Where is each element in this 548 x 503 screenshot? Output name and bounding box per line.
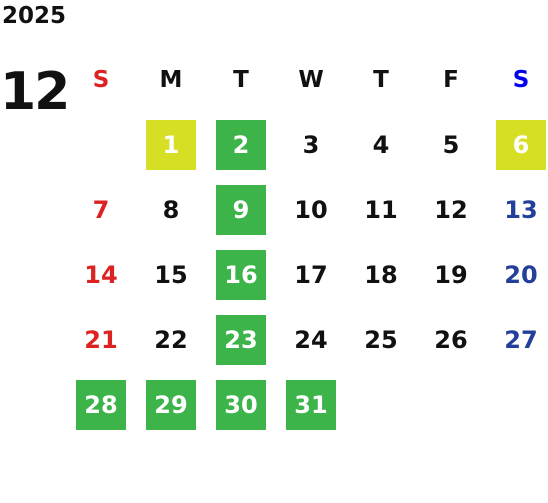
- day-cell[interactable]: 20: [504, 260, 538, 289]
- day-cell[interactable]: 13: [504, 195, 538, 224]
- weekday-header-mon: M: [159, 66, 183, 93]
- day-cell[interactable]: 3: [302, 130, 320, 159]
- weekday-header-sat: S: [512, 66, 530, 93]
- day-cell[interactable]: 9: [216, 184, 266, 235]
- weekday-header-tue: T: [233, 66, 249, 93]
- day-cell[interactable]: 31: [286, 379, 336, 430]
- calendar-grid: S M T W T F S 1 2 3 4 5 6 7 8 9 10 11 12…: [66, 47, 548, 437]
- day-cell[interactable]: 19: [434, 260, 468, 289]
- day-cell[interactable]: 11: [364, 195, 398, 224]
- day-cell[interactable]: 24: [294, 325, 328, 354]
- weekday-header-wed: W: [298, 66, 324, 93]
- day-cell[interactable]: 23: [216, 314, 266, 365]
- day-cell[interactable]: 17: [294, 260, 328, 289]
- day-cell[interactable]: 27: [504, 325, 538, 354]
- day-cell[interactable]: 29: [146, 379, 196, 430]
- weekday-header-fri: F: [443, 66, 459, 93]
- day-cell[interactable]: 2: [216, 119, 266, 170]
- day-cell[interactable]: 22: [154, 325, 188, 354]
- weekday-header-sun: S: [92, 66, 110, 93]
- month-label: 12: [0, 62, 70, 122]
- day-cell[interactable]: 14: [84, 260, 118, 289]
- day-cell[interactable]: 6: [496, 119, 546, 170]
- day-cell[interactable]: 25: [364, 325, 398, 354]
- day-cell[interactable]: 30: [216, 379, 266, 430]
- day-cell[interactable]: 21: [84, 325, 118, 354]
- day-cell[interactable]: 8: [162, 195, 180, 224]
- day-cell[interactable]: 12: [434, 195, 468, 224]
- day-cell[interactable]: 10: [294, 195, 328, 224]
- weekday-header-thu: T: [373, 66, 389, 93]
- day-cell[interactable]: 5: [442, 130, 460, 159]
- year-label: 2025: [2, 3, 67, 29]
- blank-cell: [66, 112, 136, 177]
- day-cell[interactable]: 16: [216, 249, 266, 300]
- day-cell[interactable]: 7: [92, 195, 110, 224]
- day-cell[interactable]: 4: [372, 130, 390, 159]
- day-cell[interactable]: 26: [434, 325, 468, 354]
- day-cell[interactable]: 18: [364, 260, 398, 289]
- day-cell[interactable]: 28: [76, 379, 126, 430]
- day-cell[interactable]: 15: [154, 260, 188, 289]
- day-cell[interactable]: 1: [146, 119, 196, 170]
